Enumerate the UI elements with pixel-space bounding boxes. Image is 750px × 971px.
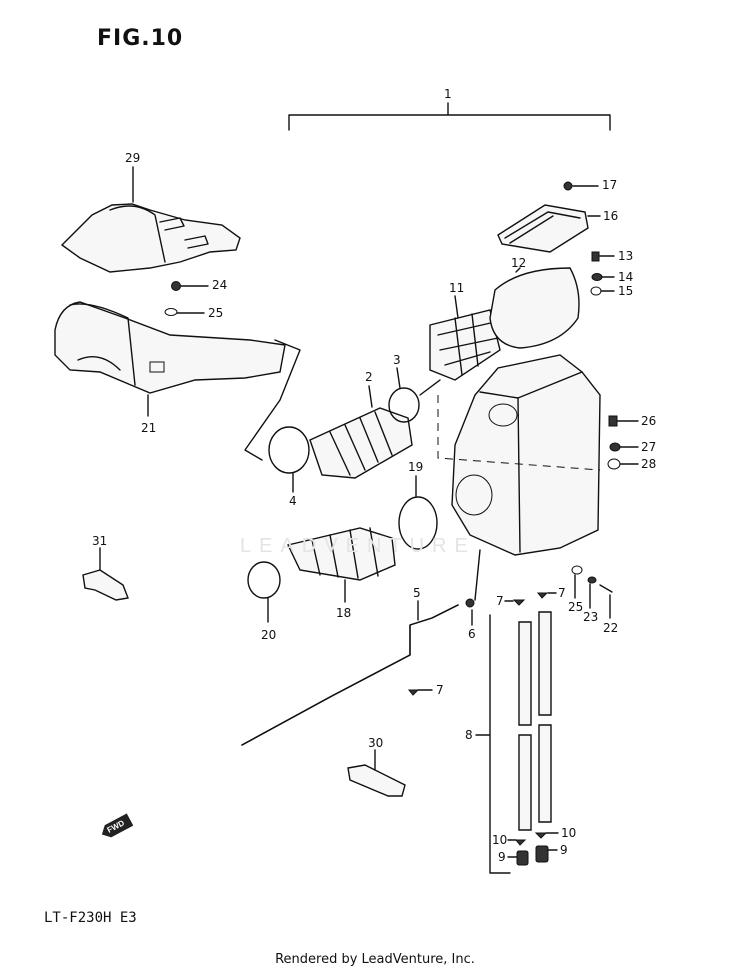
screw-24 — [171, 281, 181, 291]
callout-14: 14 — [618, 270, 634, 284]
figure-title: FIG.10 — [97, 26, 184, 51]
part-8-drain-hoses — [518, 611, 552, 831]
callout-7c: 7 — [558, 586, 566, 600]
screw-13 — [591, 251, 600, 262]
screw-26 — [608, 415, 618, 427]
part-21-intake-duct — [54, 301, 286, 394]
clip-7b — [512, 599, 526, 606]
screw-17 — [563, 181, 573, 191]
bolt-22 — [599, 584, 613, 593]
callout-31: 31 — [92, 534, 108, 548]
part-2-boot — [309, 407, 413, 479]
washer-27 — [609, 442, 621, 452]
callout-18: 18 — [336, 606, 352, 620]
callout-26: 26 — [641, 414, 657, 428]
leader-12 — [515, 267, 521, 273]
footer-credit: Rendered by LeadVenture, Inc. — [275, 952, 475, 967]
clip-6 — [465, 598, 475, 608]
part-18-boot — [286, 527, 396, 581]
clamp-3 — [388, 387, 420, 423]
model-code: LT-F230H E3 — [44, 910, 137, 926]
part-29-cover — [60, 203, 241, 273]
callout-7a: 7 — [436, 683, 444, 697]
part-5-hose — [241, 604, 459, 746]
callout-15: 15 — [618, 284, 634, 298]
clamp-19 — [398, 496, 438, 550]
nut-28 — [607, 458, 621, 470]
callout-23: 23 — [583, 610, 599, 624]
clamp-20 — [247, 561, 281, 599]
callout-1: 1 — [444, 87, 452, 101]
assembly-line-left — [244, 339, 301, 461]
callout-3: 3 — [393, 353, 401, 367]
leader-11 — [454, 295, 459, 319]
plug-9a — [516, 850, 529, 866]
clip-7c — [536, 592, 549, 599]
leader-line-ab — [419, 379, 481, 601]
callout-25b: 25 — [568, 600, 584, 614]
air-box-body — [451, 354, 601, 556]
clip-10b — [534, 832, 548, 839]
callout-24: 24 — [212, 278, 228, 292]
plug-9b — [535, 845, 549, 863]
callout-29: 29 — [125, 151, 141, 165]
clamp-4 — [268, 426, 310, 474]
part-31-bracket — [82, 569, 129, 601]
callout-10b: 10 — [561, 826, 577, 840]
callout-5: 5 — [413, 586, 421, 600]
callout-8: 8 — [465, 728, 473, 742]
clip-10a — [514, 839, 527, 846]
part-16-lid — [497, 204, 589, 253]
assembly-bracket — [288, 102, 611, 131]
callout-20: 20 — [261, 628, 277, 642]
callout-10a: 10 — [492, 833, 508, 847]
part-5-hose-inner — [241, 604, 459, 746]
callout-17: 17 — [602, 178, 618, 192]
part-12-filter-foam — [489, 267, 580, 349]
callout-25a: 25 — [208, 306, 224, 320]
callout-7b: 7 — [496, 594, 504, 608]
washer-25b — [571, 565, 583, 575]
callout-27: 27 — [641, 440, 657, 454]
leader-2 — [368, 385, 373, 408]
part-11-filter-cage — [429, 309, 501, 381]
callout-12: 12 — [511, 256, 527, 270]
callout-4: 4 — [289, 494, 297, 508]
callout-19: 19 — [408, 460, 424, 474]
callout-22: 22 — [603, 621, 619, 635]
watermark: LEADVENTURE — [240, 535, 476, 557]
callout-9a: 9 — [498, 850, 506, 864]
washer-14 — [591, 273, 603, 281]
callout-9b: 9 — [560, 843, 568, 857]
callout-6: 6 — [468, 627, 476, 641]
callout-30: 30 — [368, 736, 384, 750]
callout-16: 16 — [603, 209, 619, 223]
leader-3 — [396, 367, 401, 389]
callout-28: 28 — [641, 457, 657, 471]
clip-7a — [407, 689, 420, 696]
callout-21: 21 — [141, 421, 157, 435]
nut-15 — [590, 286, 602, 296]
callout-13: 13 — [618, 249, 634, 263]
callout-11: 11 — [449, 281, 465, 295]
callout-2: 2 — [365, 370, 373, 384]
bracket-8 — [475, 614, 511, 874]
part-30-bracket — [347, 764, 406, 797]
washer-25 — [164, 308, 178, 316]
dash-line-airbox — [437, 395, 601, 471]
washer-23 — [587, 576, 597, 584]
